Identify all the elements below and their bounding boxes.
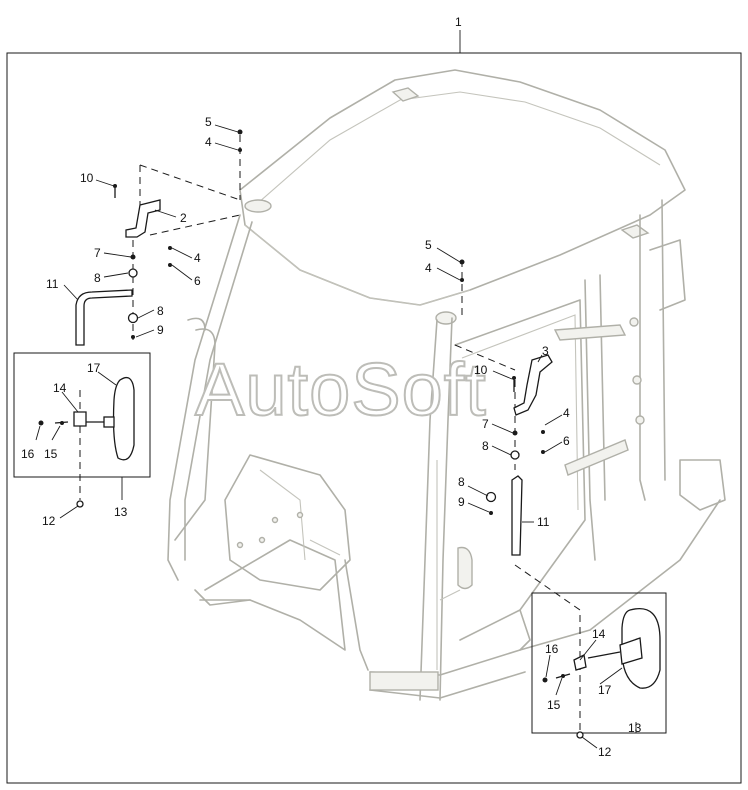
mirror-kit-box-13-right	[531, 592, 667, 734]
bracket-2	[125, 199, 161, 238]
callout-5-right: 5	[425, 238, 432, 252]
callout-16-right: 16	[545, 642, 559, 656]
callout-6-right: 6	[563, 434, 570, 448]
callout-8-left-upper: 8	[94, 271, 101, 285]
mirror-arm-11-right	[511, 475, 523, 556]
callout-15-right: 15	[547, 698, 561, 712]
callout-10-right: 10	[474, 363, 488, 377]
callout-8-left-lower: 8	[157, 304, 164, 318]
callout-5-left: 5	[205, 115, 212, 129]
callout-labels: 10 2 7 4 8 6 11 8 9 5 4 17 14 16 15 12 1…	[21, 115, 642, 759]
callout-4-left-top: 4	[205, 135, 212, 149]
watermark-text: AutoSoft	[195, 348, 487, 431]
callout-7-left: 7	[94, 246, 101, 260]
cab-structure	[167, 69, 726, 701]
callout-4-left-bracket: 4	[194, 251, 201, 265]
callout-17-left: 17	[87, 361, 101, 375]
callout-6-left: 6	[194, 274, 201, 288]
callout-1: 1	[455, 15, 462, 29]
mirror-kit-box-13	[13, 352, 151, 478]
callout-10-left: 10	[80, 171, 94, 185]
callout-11-right: 11	[537, 515, 550, 529]
bracket-3	[513, 354, 553, 416]
callout-4-right-bracket: 4	[563, 406, 570, 420]
callout-13-right: 13	[628, 721, 642, 735]
callout-15-left: 15	[44, 447, 58, 461]
mirror-arm-11	[75, 289, 133, 346]
mirror-head-17	[112, 376, 135, 461]
callout-8-right-upper: 8	[482, 439, 489, 453]
callout-13-left: 13	[114, 505, 128, 519]
callout-14-right: 14	[592, 627, 606, 641]
callout-9-left: 9	[157, 323, 164, 337]
callout-17-right: 17	[598, 683, 612, 697]
callout-12-right: 12	[598, 745, 612, 759]
callout-12-left: 12	[42, 514, 56, 528]
leader-lines	[35, 124, 637, 749]
callout-16-left: 16	[21, 447, 35, 461]
left-mirror-assembly	[13, 129, 243, 508]
right-mirror-assembly	[454, 259, 667, 739]
callout-14-left: 14	[53, 381, 67, 395]
callout-8-right-lower: 8	[458, 475, 465, 489]
callout-7-right: 7	[482, 417, 489, 431]
callout-9-right: 9	[458, 495, 465, 509]
diagram-frame	[6, 52, 742, 784]
callout-3: 3	[542, 344, 549, 358]
callout-2: 2	[180, 211, 187, 225]
callout-11-left: 11	[46, 277, 59, 291]
callout-4-right-top: 4	[425, 261, 432, 275]
